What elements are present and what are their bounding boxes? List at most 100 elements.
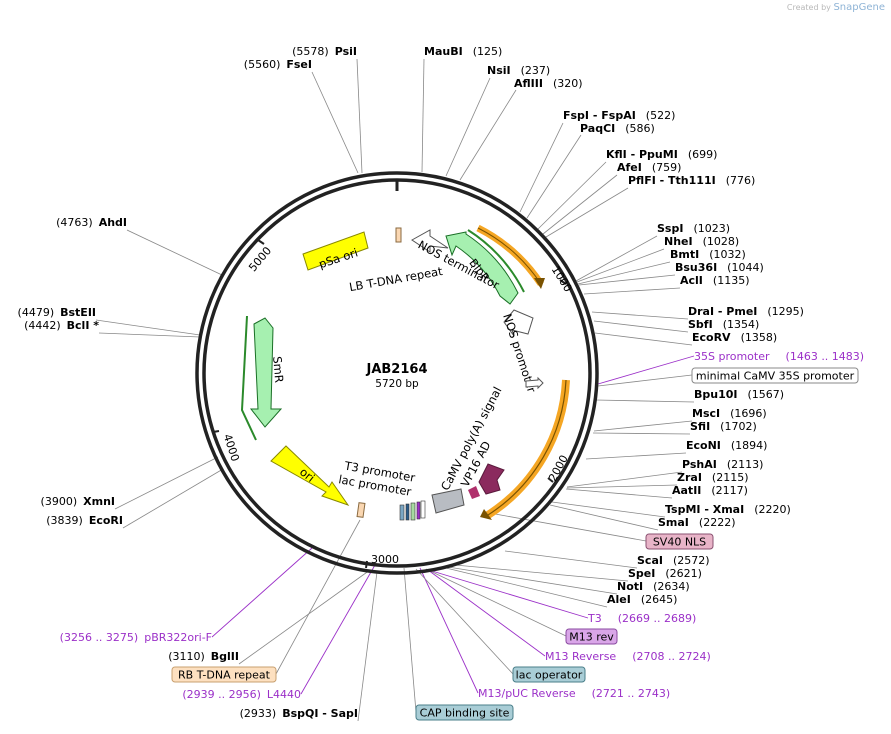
primer-position: (2708 .. 2724) [632,650,711,663]
site-alei[interactable]: AleI (2645) [607,593,677,606]
site-bsteii[interactable]: (4479)BstEII [18,306,96,319]
site-position: (3839) [46,514,83,527]
site-kfli-ppumi[interactable]: KflI - PpuMI(699) [606,148,717,161]
site-enzyme: AfeI [617,161,642,174]
primer-position: (2669 .. 2689) [618,612,697,625]
leader-zrai [566,484,678,489]
primer-35s-promoter[interactable]: 35S promoter(1463 .. 1483) [694,350,864,363]
box-lac-operator[interactable]: lac operator [512,666,586,683]
box-label: M13 rev [569,631,614,644]
box-leader-cap-binding-site [403,567,417,713]
site-xmni[interactable]: (3900)XmnI [41,495,115,508]
site-noti[interactable]: NotI(2634) [617,580,690,593]
site-position: (522) [646,109,676,122]
box-minimal-camv-35s-promoter[interactable]: minimal CaMV 35S promoter [691,367,859,384]
feature-nos-terminator-arrow[interactable] [411,229,449,253]
site-spei[interactable]: SpeI(2621) [628,567,702,580]
leader-bpu10i [595,399,695,403]
box-sv40-nls[interactable]: SV40 NLS [645,533,714,550]
feature-nos-promoter-arrow[interactable] [503,309,534,337]
site-position: (2645) [641,593,678,606]
site-bspqi-sapi[interactable]: (2933)BspQI - SapI [240,707,358,720]
feature-gray-block[interactable] [431,488,465,514]
leader-bmti [577,261,671,285]
box-leader-rb-t-dna-repeat [275,519,361,675]
site-msci[interactable]: MscI (1696) [692,407,767,420]
feature-small-promoter-arrow[interactable] [525,376,544,390]
feature-vp16-arrow[interactable] [478,463,505,495]
site-bmti[interactable]: BmtI(1032) [670,248,746,261]
box-m13-rev[interactable]: M13 rev [565,628,618,645]
site-position: (125) [473,45,503,58]
site-enzyme: MscI [692,407,720,420]
site-nhei[interactable]: NheI(1028) [664,235,739,248]
site-enzyme: EcoRV [692,331,731,344]
site-psii[interactable]: (5578)PsiI [292,45,357,58]
site-position: (759) [652,161,682,174]
feature-rb-tdna-block[interactable] [356,502,366,518]
site-enzyme: BglII [211,650,239,663]
site-scai[interactable]: ScaI(2572) [637,554,710,567]
primer-pbr322ori-f[interactable]: (3256 .. 3275)pBR322ori-F [60,631,212,644]
site-bglii[interactable]: (3110) BglII [168,650,239,663]
site-aatii[interactable]: AatII(2117) [672,484,748,497]
primer-leader-m13-reverse [427,569,546,657]
site-tspmi-xmai[interactable]: TspMI - XmaI(2220) [665,503,791,516]
site-acli[interactable]: AclI(1135) [680,274,749,287]
site-nsii[interactable]: NsiI(237) [487,64,550,77]
credit-prefix: Created by [786,3,831,12]
site-enzyme: AleI [607,593,631,606]
feature-small-stack[interactable] [399,500,426,521]
site-bpu10i[interactable]: Bpu10I(1567) [694,388,784,401]
site-bcli[interactable]: (4442)BclI * [24,319,99,332]
site-position: (3110) [168,650,205,663]
site-econi[interactable]: EcoNI(1894) [686,439,767,452]
site-paqci[interactable]: PaqCI(586) [580,122,655,135]
box-label: CAP binding site [420,707,510,720]
site-sspi[interactable]: SspI(1023) [657,222,730,235]
box-cap-binding-site[interactable]: CAP binding site [415,704,514,721]
site-sbfi[interactable]: SbfI(1354) [688,318,759,331]
site-fspi-fspai[interactable]: FspI - FspAI(522) [563,109,675,122]
feature-psa-ori-arrow[interactable] [302,231,369,271]
site-position: (2634) [653,580,690,593]
site-zrai[interactable]: ZraI(2115) [677,471,749,484]
site-enzyme: PflFI - Tth111I [628,174,716,187]
site-position: (1044) [727,261,764,274]
site-enzyme: MauBI [424,45,463,58]
site-position: (2115) [712,471,749,484]
feature-blpr-arrow[interactable] [445,231,519,305]
backbone-outer [195,171,599,575]
site-maubi[interactable]: MauBI (125) [424,45,502,58]
site-position: (1023) [693,222,730,235]
leader-sbfi [593,320,689,333]
feature-lb-tdna-block[interactable] [395,227,402,243]
site-ahdi[interactable]: (4763)AhdI [56,216,127,229]
primer-m13-puc-reverse[interactable]: M13/pUC Reverse(2721 .. 2743) [478,687,670,700]
site-fsei[interactable]: (5560)FseI [244,58,312,71]
site-position: (2933) [240,707,277,720]
site-sfii[interactable]: SfiI(1702) [690,420,757,433]
feature-ori-arrow[interactable] [270,445,350,506]
feature-smr-arrow[interactable] [249,317,283,428]
leader-bsu36i [578,274,676,286]
site-afliii[interactable]: AflIII(320) [514,77,583,90]
site-smai[interactable]: SmaI(2222) [658,516,735,529]
primer-l4440[interactable]: (2939 .. 2956)L4440 [182,688,301,701]
site-ecorv[interactable]: EcoRV(1358) [692,331,777,344]
site-afei[interactable]: AfeI (759) [617,161,681,174]
tick-3000: 3000 [365,553,399,569]
primer-t3[interactable]: T3(2669 .. 2689) [587,612,696,625]
site-pshai[interactable]: PshAI(2113) [682,458,763,471]
site-drai-pmei[interactable]: DraI - PmeI(1295) [688,305,804,318]
box-rb-t-dna-repeat[interactable]: RB T-DNA repeat [171,666,277,683]
site-ecori[interactable]: (3839)EcoRI [46,514,123,527]
site-pflfi-tth111i[interactable]: PflFI - Tth111I(776) [628,174,755,187]
site-enzyme: PsiI [335,45,357,58]
site-position: (1696) [730,407,767,420]
primer-m13-reverse[interactable]: M13 Reverse (2708 .. 2724) [545,650,711,663]
site-position: (320) [553,77,583,90]
site-bsu36i[interactable]: Bsu36I(1044) [675,261,764,274]
primer-name: M13 Reverse [545,650,616,663]
